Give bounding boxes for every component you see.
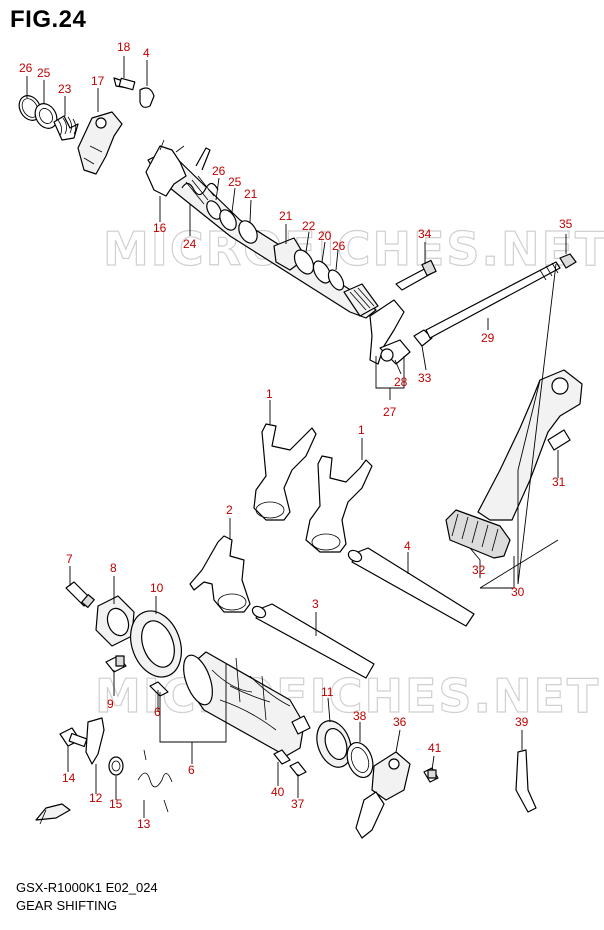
callout-25-a: 25 bbox=[37, 66, 51, 80]
callout-37: 37 bbox=[291, 797, 305, 811]
callout-1-a: 1 bbox=[266, 387, 273, 401]
callout-2: 2 bbox=[226, 503, 233, 517]
callout-31: 31 bbox=[552, 475, 566, 489]
callout-21-b: 21 bbox=[279, 209, 293, 223]
callout-5: 4 bbox=[143, 46, 150, 60]
fork-shafts bbox=[251, 547, 475, 679]
callout-34: 34 bbox=[418, 227, 432, 241]
model-code: GSX-R1000K1 E02_024 bbox=[16, 880, 158, 895]
callout-18: 17 bbox=[91, 74, 105, 88]
callout-26-c: 26 bbox=[332, 239, 346, 253]
callout-32: 32 bbox=[472, 563, 486, 577]
callout-14: 13 bbox=[137, 817, 151, 831]
callout-17: 16 bbox=[153, 221, 167, 235]
callout-30: 30 bbox=[511, 585, 525, 599]
callout-27: 27 bbox=[383, 405, 397, 419]
callout-6: 6 bbox=[188, 763, 195, 777]
callout-20: 20 bbox=[318, 229, 332, 243]
callout-13: 12 bbox=[89, 791, 103, 805]
callout-12: 11 bbox=[321, 685, 334, 699]
callout-22: 22 bbox=[302, 219, 316, 233]
callout-39: 39 bbox=[515, 715, 529, 729]
callout-labels: 18 4 26 25 23 17 16 24 26 25 21 21 22 20… bbox=[19, 40, 573, 831]
callout-9: 8 bbox=[110, 561, 117, 575]
callout-35: 35 bbox=[559, 217, 573, 231]
callout-8: 7 bbox=[66, 552, 73, 566]
callout-29: 29 bbox=[481, 331, 495, 345]
callout-3: 3 bbox=[312, 597, 319, 611]
callout-24: 24 bbox=[183, 237, 197, 251]
callout-26-b: 26 bbox=[212, 164, 226, 178]
callout-1-b: 1 bbox=[358, 423, 365, 437]
fwd-arrow-icon bbox=[35, 803, 71, 825]
shift-shaft-assembly bbox=[18, 77, 577, 365]
callout-11: 10 bbox=[150, 581, 164, 595]
cam-stopper bbox=[355, 749, 537, 839]
callout-26-a: 26 bbox=[19, 61, 33, 75]
gearshift-drum bbox=[149, 651, 374, 779]
callout-4: 4 bbox=[404, 539, 411, 553]
callout-16: 15 bbox=[109, 797, 123, 811]
lower-left-parts bbox=[35, 717, 173, 825]
gearshift-lever bbox=[445, 369, 583, 559]
callout-38: 38 bbox=[353, 709, 367, 723]
callout-15: 14 bbox=[62, 771, 76, 785]
callout-21-a: 21 bbox=[244, 187, 258, 201]
callout-40: 40 bbox=[271, 785, 285, 799]
watermark-top: MICROFICHES.NET bbox=[103, 222, 604, 276]
callout-10: 9 bbox=[107, 697, 114, 711]
left-parts bbox=[65, 581, 182, 678]
callout-33: 33 bbox=[418, 371, 432, 385]
figure-title: FIG.24 bbox=[10, 6, 87, 33]
watermark-bottom: MICROFICHES.NET bbox=[95, 669, 600, 723]
callout-25-b: 25 bbox=[228, 175, 242, 189]
callout-36: 36 bbox=[393, 715, 407, 729]
callout-19: 18 bbox=[117, 40, 131, 54]
shift-forks bbox=[189, 423, 373, 613]
callout-23: 23 bbox=[58, 82, 72, 96]
callout-7: 6 bbox=[154, 705, 161, 719]
callout-41: 41 bbox=[428, 741, 442, 755]
callout-28: 28 bbox=[394, 375, 408, 389]
leader-lines bbox=[26, 56, 567, 818]
diagram-subtitle: GEAR SHIFTING bbox=[16, 898, 118, 913]
